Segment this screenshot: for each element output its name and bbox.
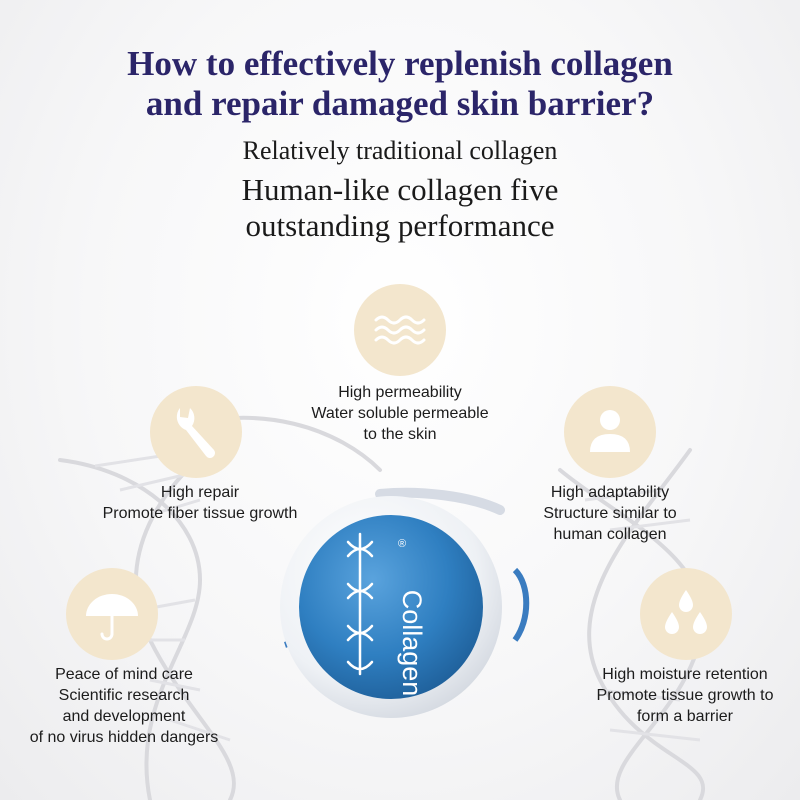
- person-icon: [590, 410, 630, 452]
- feature-desc-line: human collagen: [553, 526, 667, 543]
- feature-desc-line: Scientific research: [58, 687, 190, 704]
- feature-adaptability: High adaptability Structure similar to h…: [510, 482, 710, 545]
- droplets-icon: [665, 590, 707, 634]
- feature-repair: High repair Promote fiber tissue growth: [70, 482, 330, 524]
- feature-desc-line: form a barrier: [636, 708, 734, 725]
- permeability-badge: [354, 284, 446, 376]
- brand-logo-mark: [346, 532, 374, 676]
- subtitle-traditional: Relatively traditional collagen: [242, 136, 558, 165]
- feature-peace: Peace of mind care Scientific research a…: [14, 664, 234, 748]
- product-brand-text: Collagen: [397, 589, 427, 697]
- feature-desc-line: Water soluble permeable: [311, 405, 489, 422]
- repair-badge: [150, 386, 242, 478]
- feature-title: High repair: [160, 484, 240, 501]
- collagen-sphere-graphic: [280, 496, 502, 718]
- waves-icon: [374, 315, 426, 345]
- feature-desc-line: Structure similar to: [543, 505, 677, 522]
- collagen-ball: ® Collagen: [278, 494, 504, 720]
- subtitle-line-3: outstanding performance: [245, 208, 555, 243]
- feature-desc-line: of no virus hidden dangers: [29, 729, 219, 746]
- adaptability-badge: [564, 386, 656, 478]
- moisture-badge: [640, 568, 732, 660]
- feature-desc-line: to the skin: [363, 426, 437, 443]
- registered-mark: ®: [398, 538, 407, 550]
- feature-desc-line: Promote fiber tissue growth: [102, 505, 298, 522]
- feature-moisture: High moisture retention Promote tissue g…: [575, 664, 795, 727]
- headline-line-2: and repair damaged skin barrier?: [145, 84, 655, 123]
- headline: How to effectively replenish collagen an…: [0, 44, 800, 124]
- headline-line-1: How to effectively replenish collagen: [127, 44, 673, 83]
- peace-badge: [66, 568, 158, 660]
- feature-title: High adaptability: [550, 484, 670, 501]
- feature-desc-line: Promote tissue growth to: [596, 687, 774, 704]
- feature-title: High moisture retention: [602, 666, 768, 683]
- umbrella-icon: [86, 594, 138, 641]
- feature-permeability: High permeability Water soluble permeabl…: [300, 382, 500, 445]
- feature-title: Peace of mind care: [55, 666, 193, 683]
- wrench-icon: [176, 408, 215, 458]
- subtitle-performance: Human-like collagen five outstanding per…: [0, 172, 800, 244]
- feature-title: High permeability: [338, 384, 462, 401]
- subtitle-line-2: Human-like collagen five: [241, 172, 559, 207]
- feature-desc-line: and development: [62, 708, 186, 725]
